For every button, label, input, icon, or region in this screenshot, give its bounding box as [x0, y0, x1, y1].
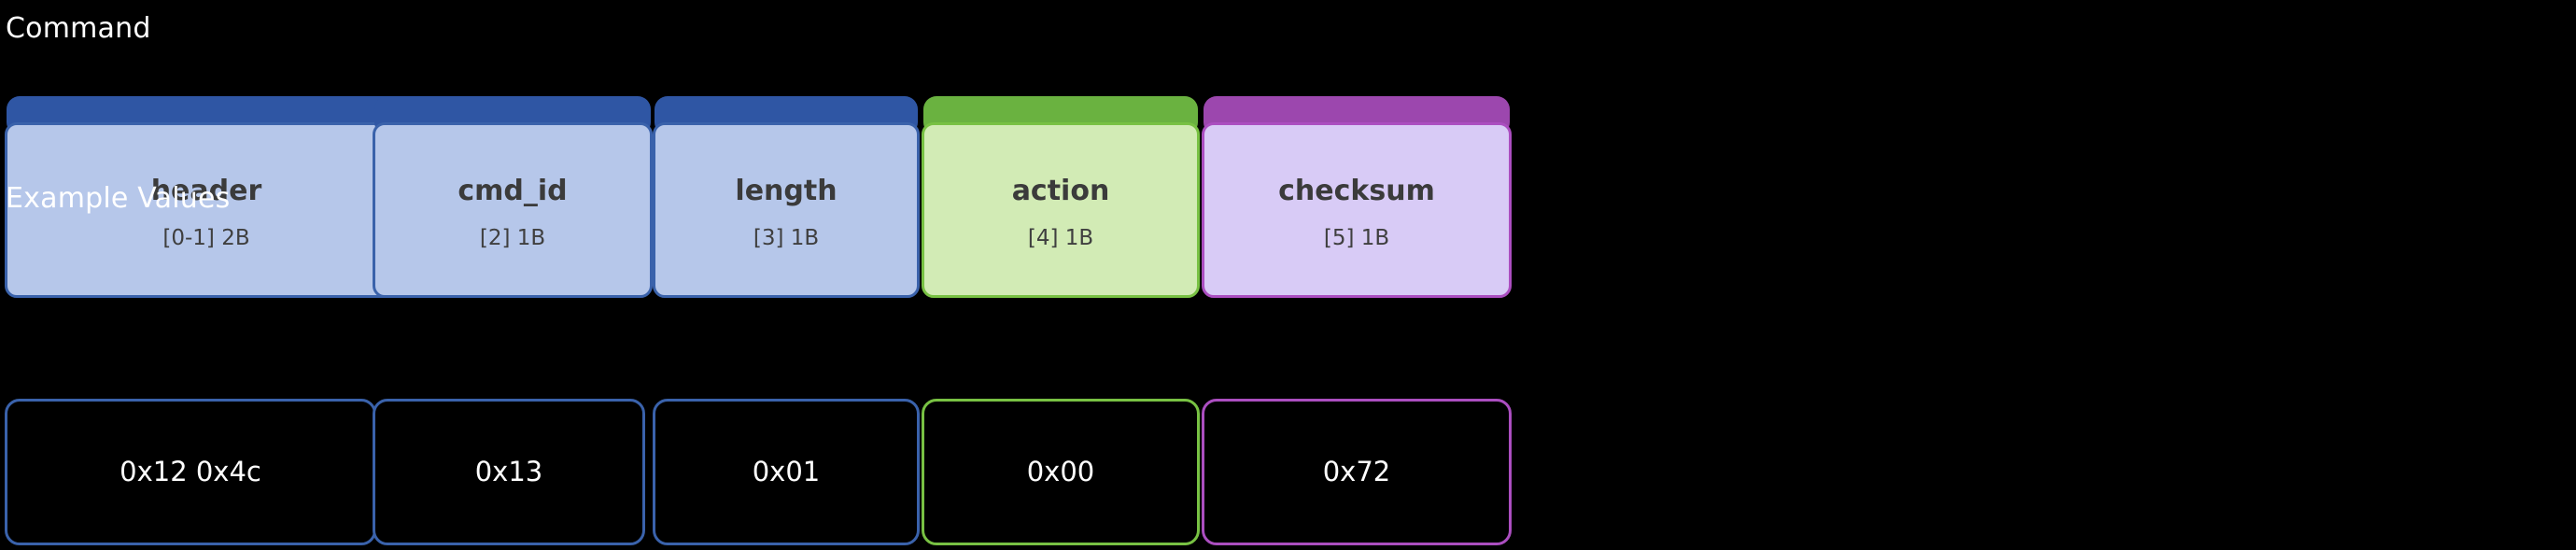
field-name-label: header [150, 174, 262, 207]
example-value-text: 0x13 [474, 456, 543, 487]
example-values-section-label: Example Values [6, 182, 231, 215]
packet-field-cmd-id[interactable]: cmd_id [2] 1B [373, 96, 653, 298]
field-offset-size-label: [3] 1B [753, 225, 820, 250]
command-section-label: Command [6, 12, 151, 45]
example-value-box[interactable]: 0x72 [1202, 399, 1512, 545]
field-name-label: length [735, 174, 838, 207]
field-name-label: checksum [1278, 174, 1435, 207]
field-offset-size-label: [0-1] 2B [162, 225, 250, 250]
packet-field-header[interactable]: header [0-1] 2B [5, 96, 408, 298]
example-value-box[interactable]: 0x12 0x4c [5, 399, 376, 545]
field-body-action: action [4] 1B [922, 122, 1200, 298]
field-name-label: cmd_id [457, 174, 568, 207]
packet-field-checksum[interactable]: checksum [5] 1B [1202, 96, 1512, 298]
field-body-checksum: checksum [5] 1B [1202, 122, 1512, 298]
field-offset-size-label: [4] 1B [1027, 225, 1094, 250]
field-body-length: length [3] 1B [653, 122, 920, 298]
field-body-cmd-id: cmd_id [2] 1B [373, 122, 653, 298]
example-value-box[interactable]: 0x00 [922, 399, 1200, 545]
packet-field-action[interactable]: action [4] 1B [922, 96, 1200, 298]
field-name-label: action [1011, 174, 1110, 207]
example-value-text: 0x72 [1322, 456, 1391, 487]
field-offset-size-label: [2] 1B [479, 225, 546, 250]
example-value-text: 0x12 0x4c [120, 456, 261, 487]
example-value-box[interactable]: 0x01 [653, 399, 920, 545]
example-value-box[interactable]: 0x13 [373, 399, 645, 545]
packet-field-length[interactable]: length [3] 1B [653, 96, 920, 298]
example-value-text: 0x01 [752, 456, 821, 487]
example-value-text: 0x00 [1026, 456, 1095, 487]
field-offset-size-label: [5] 1B [1323, 225, 1390, 250]
field-body-header: header [0-1] 2B [5, 122, 408, 298]
